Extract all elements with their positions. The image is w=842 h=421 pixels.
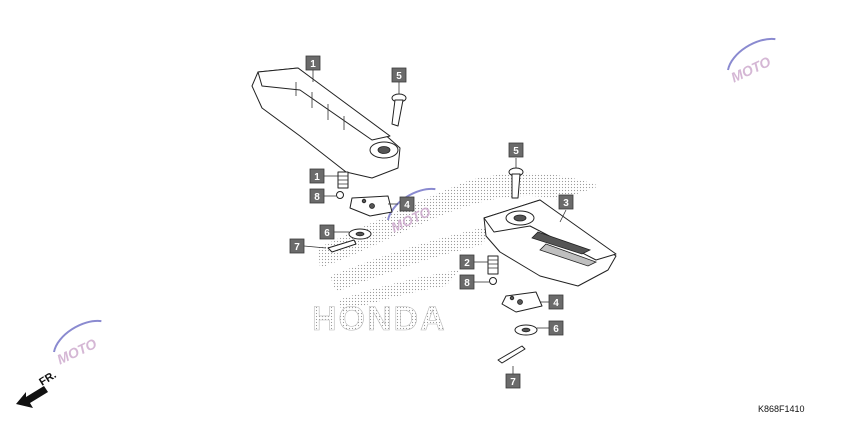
callout-part-7[interactable]: 7 <box>289 238 305 254</box>
left-washer <box>348 228 372 240</box>
svg-text:8: 8 <box>314 192 320 203</box>
svg-text:3: 3 <box>563 198 569 209</box>
callout-part-2[interactable]: 1 <box>305 55 321 71</box>
callout-part-4[interactable]: 4 <box>548 294 564 310</box>
svg-text:2: 2 <box>464 258 470 269</box>
drawing-code: K868F1410 <box>758 404 805 414</box>
callout-part-8[interactable]: 8 <box>309 188 325 204</box>
svg-text:7: 7 <box>294 242 300 253</box>
callout-part-6[interactable]: 6 <box>319 224 335 240</box>
left-footpeg <box>251 67 401 179</box>
left-plate <box>349 195 393 217</box>
right-plate <box>501 291 543 313</box>
moto-watermark-logo: MOTO <box>727 37 776 85</box>
left-cotter-pin <box>327 239 357 253</box>
svg-text:6: 6 <box>553 324 559 335</box>
callout-part-1[interactable]: 2 <box>459 254 475 270</box>
moto-watermark-text: MOTO <box>728 53 773 85</box>
callout-part-4[interactable]: 4 <box>399 196 415 212</box>
right-footpeg <box>483 199 617 287</box>
direction-arrow-icon <box>16 386 48 408</box>
svg-text:4: 4 <box>404 200 410 211</box>
upper-pin <box>391 93 407 127</box>
callout-part-5[interactable]: 5 <box>508 142 524 158</box>
direction-indicator: FR. <box>16 369 59 408</box>
lower-pin <box>508 167 524 199</box>
callout-part-7[interactable]: 7 <box>505 373 521 389</box>
callout-part-8[interactable]: 8 <box>459 274 475 290</box>
svg-text:5: 5 <box>513 146 519 157</box>
left-spring <box>337 171 349 189</box>
svg-text:1: 1 <box>310 59 316 70</box>
leader-lines <box>303 70 567 374</box>
moto-watermark-logo: MOTO <box>53 319 102 367</box>
right-cotter-pin <box>497 345 526 364</box>
svg-text:4: 4 <box>553 298 559 309</box>
direction-label: FR. <box>37 369 58 389</box>
callout-part-3[interactable]: 3 <box>558 194 574 210</box>
svg-text:8: 8 <box>464 278 470 289</box>
moto-watermark-text: MOTO <box>54 335 99 367</box>
callout-part-5[interactable]: 5 <box>391 67 407 83</box>
honda-wing-logo: HONDA <box>312 172 600 338</box>
right-washer <box>514 324 538 336</box>
right-spring <box>487 255 499 275</box>
svg-text:6: 6 <box>324 228 330 239</box>
svg-text:5: 5 <box>396 71 402 82</box>
right-ball <box>489 277 497 285</box>
left-ball <box>336 191 344 199</box>
callout-part-6[interactable]: 6 <box>548 320 564 336</box>
callout-part-1[interactable]: 1 <box>309 168 325 184</box>
svg-text:7: 7 <box>510 377 516 388</box>
honda-brand-watermark: HONDA <box>312 300 447 338</box>
svg-text:1: 1 <box>314 172 320 183</box>
